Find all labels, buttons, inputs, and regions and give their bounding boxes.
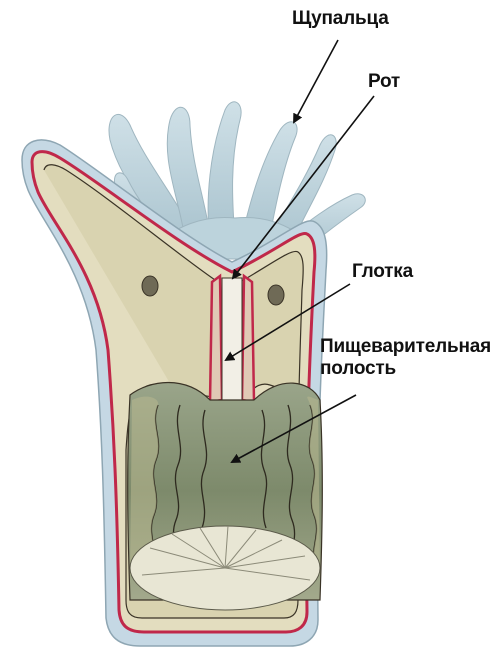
- label-digestive-cavity: Пищеварительная полость: [320, 336, 491, 380]
- right-spot: [268, 285, 284, 305]
- label-digestive-cavity-line2: полость: [320, 358, 491, 380]
- pharynx-right-wall: [242, 276, 254, 402]
- left-spot: [142, 276, 158, 296]
- label-pharynx: Глотка: [352, 261, 413, 283]
- arrow-tentacles: [294, 40, 338, 122]
- label-tentacles: Щупальца: [292, 8, 389, 30]
- base-disc: [130, 526, 320, 610]
- pharynx-left-wall: [210, 276, 222, 402]
- label-mouth: Рот: [368, 71, 400, 93]
- label-digestive-cavity-line1: Пищеварительная: [320, 336, 491, 358]
- pharynx-channel: [222, 278, 242, 400]
